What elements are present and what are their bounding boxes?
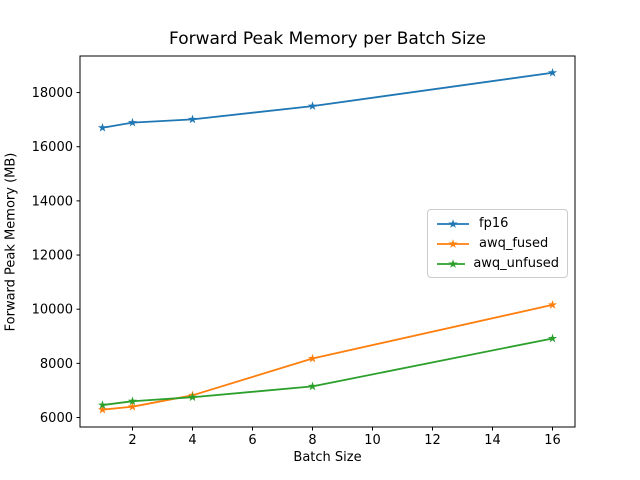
legend-item-fp16: fp16 [435, 215, 559, 232]
legend-star-icon [448, 218, 458, 228]
y-tick-label: 10000 [32, 303, 73, 318]
y-tick-label: 12000 [32, 249, 73, 264]
marker-fp16 [307, 101, 318, 110]
marker-awq_unfused [127, 396, 138, 406]
marker-awq_unfused [307, 381, 318, 391]
x-tick-label: 10 [364, 433, 381, 448]
marker-fp16 [97, 122, 108, 132]
marker-awq_fused [307, 353, 318, 363]
y-tick-label: 14000 [32, 194, 73, 209]
legend: fp16 awq_fused awq_unfused [427, 209, 568, 278]
marker-awq_fused [97, 404, 108, 414]
y-axis-label: Forward Peak Memory (MB) [3, 152, 19, 332]
marker-fp16 [547, 67, 558, 77]
y-tick-label: 16000 [32, 140, 73, 155]
x-tick-label: 2 [128, 433, 136, 448]
series-line-awq_fused [102, 303, 553, 411]
legend-key-awq_unfused [437, 258, 466, 268]
legend-label-fp16: fp16 [479, 216, 509, 231]
legend-star-icon [448, 258, 458, 268]
legend-key-fp16 [437, 218, 469, 228]
x-tick-label: 4 [188, 433, 196, 448]
legend-label-awq_unfused: awq_unfused [473, 256, 559, 271]
axes-frame [79, 55, 576, 428]
marker-fp16 [187, 114, 198, 124]
y-tick-label: 8000 [40, 357, 73, 372]
marker-fp16 [127, 117, 138, 127]
marker-awq_unfused [187, 392, 198, 402]
series-line-fp16 [102, 71, 553, 129]
x-axis-label: Batch Size [293, 450, 362, 465]
marker-awq_fused [547, 300, 558, 309]
legend-star-icon [448, 238, 458, 248]
legend-label-awq_fused: awq_fused [479, 236, 549, 251]
chart-title: Forward Peak Memory per Batch Size [169, 29, 486, 49]
series-line-awq_unfused [102, 337, 553, 406]
y-tick-label: 18000 [32, 86, 73, 101]
x-tick-label: 8 [308, 433, 316, 448]
marker-awq_unfused [97, 400, 108, 409]
legend-item-awq_unfused: awq_unfused [435, 255, 559, 272]
x-tick-label: 16 [544, 433, 561, 448]
legend-key-awq_fused [437, 238, 469, 248]
x-tick-label: 12 [424, 433, 441, 448]
x-tick-label: 6 [248, 433, 256, 448]
y-tick-label: 6000 [40, 411, 73, 426]
marker-awq_unfused [547, 333, 558, 343]
legend-item-awq_fused: awq_fused [435, 235, 559, 252]
x-tick-label: 14 [484, 433, 501, 448]
marker-awq_fused [127, 401, 138, 411]
